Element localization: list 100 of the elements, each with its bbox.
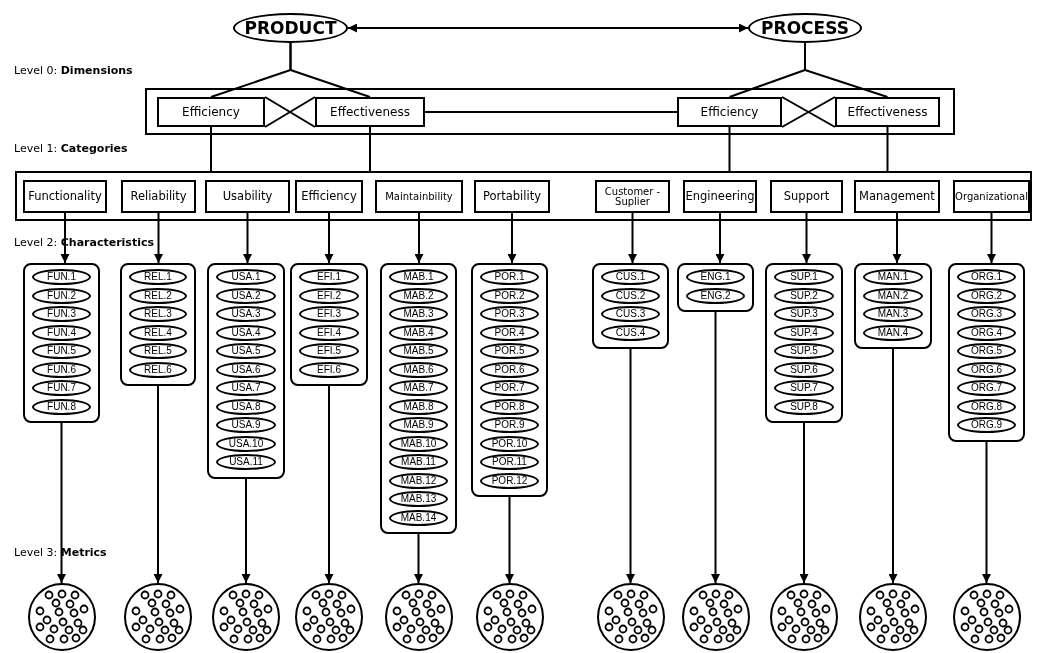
arrow	[505, 496, 514, 584]
characteristic-oval: ENG.1	[686, 269, 745, 285]
characteristic-group	[207, 263, 285, 479]
dimension-box: Efficiency	[677, 97, 782, 127]
characteristic-oval: ORG.3	[957, 306, 1016, 322]
arrow	[888, 348, 898, 584]
category-box: Portability	[474, 180, 550, 213]
characteristic-oval: ORG.1	[957, 269, 1016, 285]
connector-line	[210, 126, 212, 172]
arrow	[799, 422, 809, 584]
characteristic-oval: EFI.2	[299, 287, 359, 304]
level-label: Level 3: Metrics	[14, 546, 107, 559]
characteristic-oval: USA.3	[216, 306, 276, 322]
characteristic-oval: USA.9	[216, 417, 276, 433]
characteristic-oval: POR.5	[480, 343, 539, 359]
characteristic-oval: EFI.6	[299, 361, 359, 378]
arrow	[324, 385, 334, 584]
characteristic-oval: FUN.3	[32, 306, 91, 322]
characteristic-oval: ORG.2	[957, 287, 1016, 304]
characteristic-group	[290, 263, 368, 386]
characteristic-oval: MAN.1	[863, 269, 923, 285]
arrow	[628, 212, 637, 264]
characteristic-oval: CUS.4	[601, 324, 660, 341]
category-box: Reliability	[121, 180, 196, 213]
characteristic-oval: ORG.4	[957, 324, 1016, 341]
characteristic-oval: ORG.5	[957, 343, 1016, 359]
characteristic-oval: FUN.5	[32, 343, 91, 359]
metrics-circle	[384, 583, 453, 651]
arrow	[414, 212, 424, 264]
characteristic-oval: POR.10	[480, 435, 539, 452]
characteristic-group	[677, 263, 754, 312]
characteristic-oval: POR.3	[480, 306, 539, 322]
characteristic-oval: FUN.2	[32, 287, 91, 304]
level-band	[15, 171, 1032, 221]
arrow	[715, 212, 725, 264]
characteristic-oval: USA.7	[216, 380, 276, 396]
connector-line	[424, 111, 678, 113]
characteristic-oval: POR.9	[480, 417, 539, 433]
arrow	[324, 212, 334, 264]
perspective-ellipse: PRODUCT	[233, 13, 348, 43]
characteristic-oval: ORG.9	[957, 417, 1016, 433]
characteristic-oval: POR.8	[480, 398, 539, 415]
characteristic-oval: MAB.10	[389, 435, 448, 452]
characteristic-oval: ORG.7	[957, 380, 1016, 396]
arrow	[711, 311, 720, 584]
category-box: Maintainbility	[375, 180, 463, 213]
metrics-circle	[770, 583, 838, 651]
characteristic-oval: REL.3	[129, 306, 187, 322]
arrow	[414, 533, 423, 584]
characteristic-oval: SUP.1	[774, 269, 834, 285]
characteristic-oval: CUS.3	[601, 306, 660, 322]
metrics-circle	[27, 583, 96, 651]
characteristic-oval: CUS.1	[601, 269, 660, 285]
metrics-circle	[859, 583, 927, 651]
characteristic-oval: POR.6	[480, 361, 539, 378]
characteristic-oval: EFI.1	[299, 269, 359, 285]
dimension-box: Efficiency	[157, 97, 265, 127]
characteristic-oval: USA.1	[216, 269, 276, 285]
characteristic-oval: FUN.8	[32, 398, 91, 415]
characteristic-oval: MAB.14	[389, 509, 448, 526]
arrow	[626, 348, 635, 584]
connector-line	[804, 42, 889, 98]
characteristic-group	[380, 263, 457, 534]
arrow	[60, 212, 70, 264]
characteristic-oval: EFI.3	[299, 306, 359, 322]
characteristic-oval: USA.5	[216, 343, 276, 359]
arrow	[57, 422, 66, 584]
characteristic-group	[23, 263, 100, 423]
characteristic-oval: SUP.2	[774, 287, 834, 304]
level-band	[145, 88, 955, 135]
characteristic-oval: REL.6	[129, 361, 187, 378]
arrow	[987, 212, 996, 264]
metrics-circle	[681, 583, 750, 651]
characteristic-oval: SUP.7	[774, 380, 834, 396]
characteristic-oval: POR.4	[480, 324, 539, 341]
dimension-box: Effectiveness	[315, 97, 425, 127]
characteristic-oval: POR.2	[480, 287, 539, 304]
characteristic-oval: SUP.5	[774, 343, 834, 359]
characteristic-oval: MAB.9	[389, 417, 448, 433]
characteristic-oval: MAN.4	[863, 324, 923, 341]
characteristic-oval: MAN.3	[863, 306, 923, 322]
characteristic-oval: MAB.6	[389, 361, 448, 378]
characteristic-oval: REL.2	[129, 287, 187, 304]
category-box: Efficiency	[295, 180, 363, 213]
characteristic-oval: USA.2	[216, 287, 276, 304]
characteristic-oval: SUP.6	[774, 361, 834, 378]
characteristic-oval: MAB.7	[389, 380, 448, 396]
characteristic-oval: ORG.6	[957, 361, 1016, 378]
category-box: Usability	[205, 180, 290, 213]
characteristic-oval: POR.1	[480, 269, 539, 285]
characteristic-oval: MAB.5	[389, 343, 448, 359]
characteristic-oval: EFI.4	[299, 324, 359, 341]
characteristic-oval: SUP.4	[774, 324, 834, 341]
arrow	[241, 477, 251, 584]
dimension-box: Effectiveness	[835, 97, 940, 127]
metrics-circle	[952, 583, 1021, 651]
characteristic-oval: MAB.11	[389, 454, 448, 470]
characteristic-group	[948, 263, 1025, 442]
characteristic-oval: REL.5	[129, 343, 187, 359]
characteristic-oval: EFI.5	[299, 343, 359, 359]
